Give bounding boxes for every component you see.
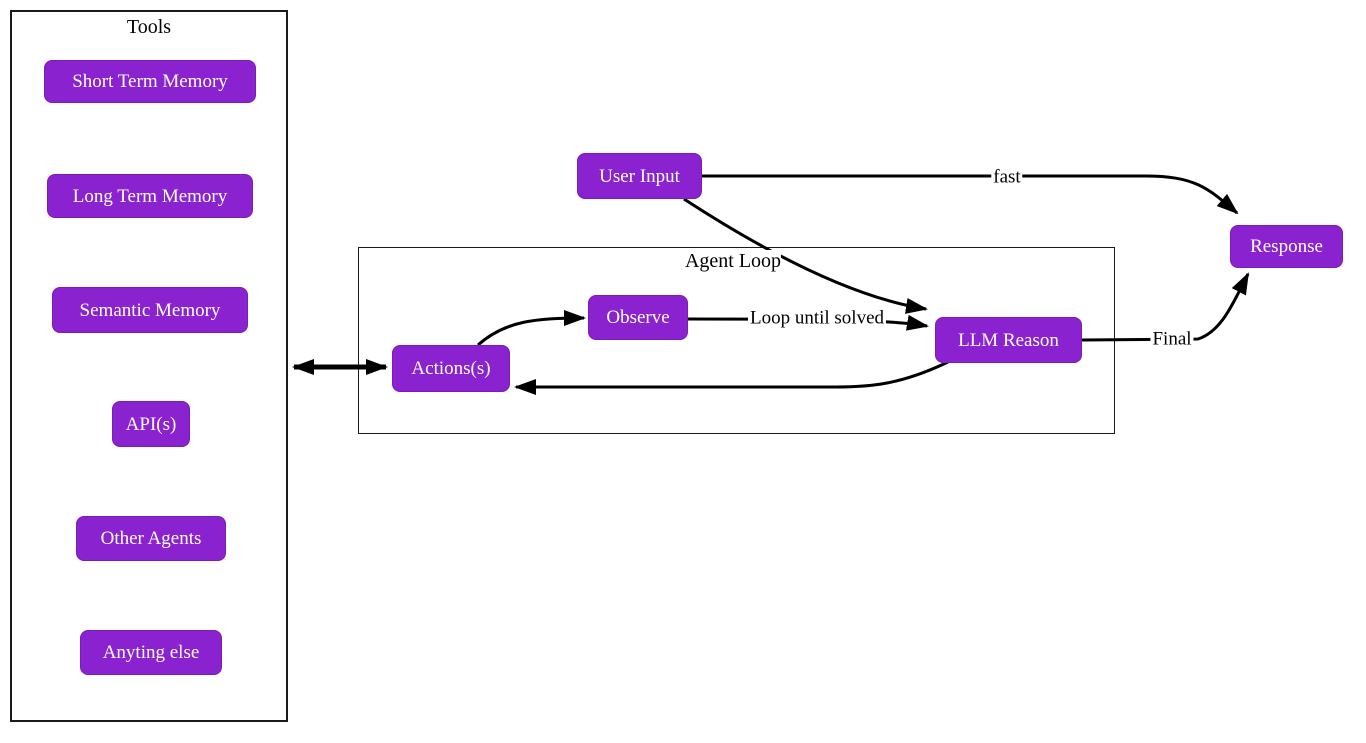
edge-actions-to-observe [477, 310, 586, 347]
edge-label-fast: fast [991, 166, 1023, 189]
agent-loop-title: Agent Loop [684, 250, 782, 273]
node-semantic-memory: Semantic Memory [52, 287, 248, 333]
edge-llm-reason-to-actions [514, 360, 949, 395]
edge-label-loop-until-solved: Loop until solved [747, 307, 887, 330]
edge-llm-reason-to-response [1081, 272, 1250, 342]
node-long-term-memory: Long Term Memory [47, 174, 253, 218]
node-short-term-memory: Short Term Memory [44, 60, 256, 103]
node-apis: API(s) [112, 401, 190, 447]
node-other-agents: Other Agents [76, 516, 226, 561]
node-observe: Observe [588, 295, 688, 340]
node-response: Response [1230, 225, 1343, 268]
edge-user-input-to-llm-reason [683, 197, 928, 314]
node-actions: Actions(s) [392, 345, 510, 392]
edge-label-final: Final [1150, 328, 1194, 351]
edge-user-input-to-response [702, 174, 1239, 215]
tools-panel: Tools [10, 10, 288, 722]
node-user-input: User Input [577, 153, 702, 199]
node-anything-else: Anyting else [80, 630, 222, 675]
node-llm-reason: LLM Reason [935, 317, 1082, 363]
tools-panel-title: Tools [126, 16, 172, 38]
